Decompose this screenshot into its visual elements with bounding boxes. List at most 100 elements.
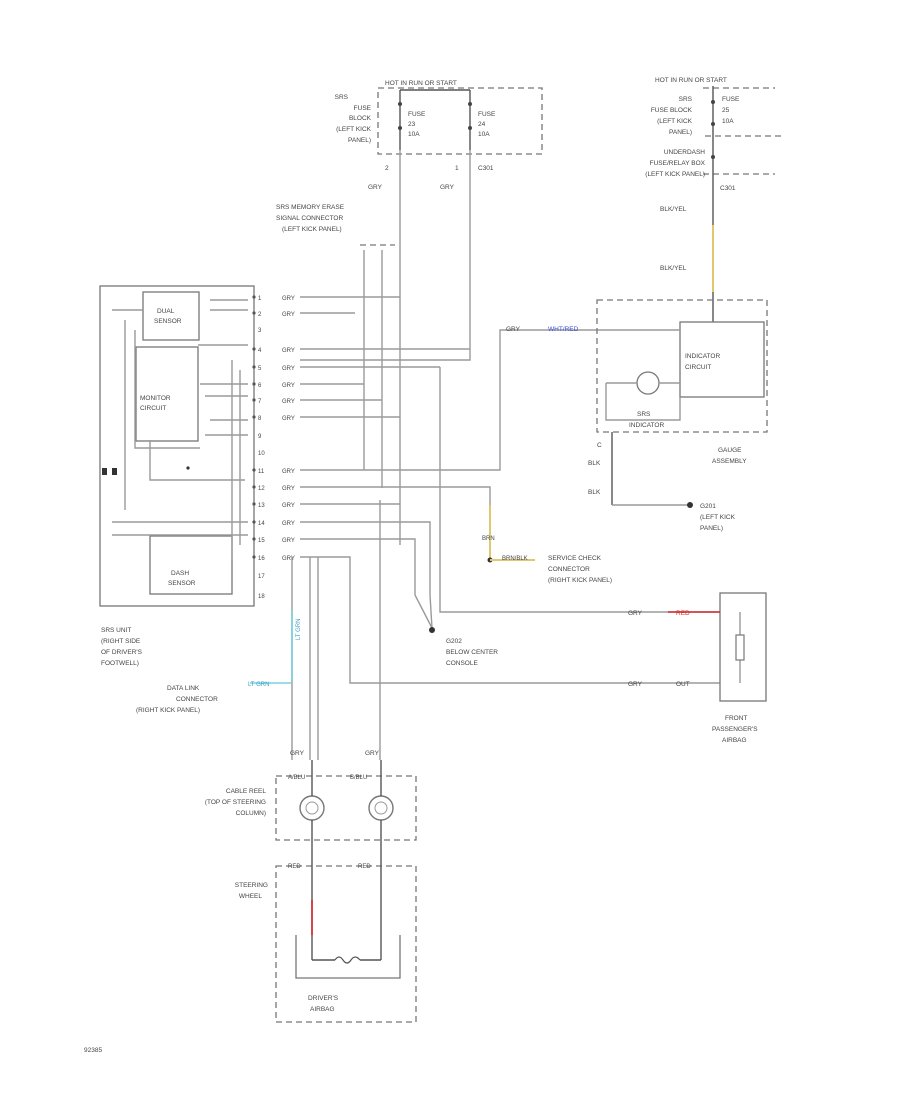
svg-text:CABLE REEL: CABLE REEL bbox=[226, 788, 266, 795]
svg-text:SRS: SRS bbox=[679, 96, 693, 103]
svg-text:SENSOR: SENSOR bbox=[168, 580, 196, 587]
svg-text:BLOCK: BLOCK bbox=[349, 115, 372, 122]
svg-text:23: 23 bbox=[408, 121, 416, 128]
fuse-23: FUSE 23 10A bbox=[398, 90, 426, 150]
svg-text:7: 7 bbox=[258, 399, 262, 405]
srs-pin-dots bbox=[252, 295, 256, 559]
svg-text:FUSE/RELAY BOX: FUSE/RELAY BOX bbox=[650, 160, 706, 167]
svg-text:FUSE: FUSE bbox=[722, 96, 740, 103]
svg-text:8: 8 bbox=[258, 416, 262, 422]
svg-text:9: 9 bbox=[258, 434, 262, 440]
svg-text:3: 3 bbox=[258, 328, 262, 334]
svg-text:GRY: GRY bbox=[282, 383, 295, 389]
svg-text:CIRCUIT: CIRCUIT bbox=[140, 405, 166, 412]
dual-sensor-box bbox=[142, 291, 200, 341]
cable-reel: GRY GRY A/BLU B/BLU CABLE REEL (TOP OF S… bbox=[205, 750, 417, 841]
fuse-box-left: HOT IN RUN OR START SRS FUSE BLOCK (LEFT… bbox=[335, 80, 543, 191]
monitor-circuit-box bbox=[135, 346, 199, 442]
svg-text:18: 18 bbox=[258, 594, 265, 600]
gauge-assembly-outline bbox=[596, 299, 768, 433]
svg-text:6: 6 bbox=[258, 383, 262, 389]
svg-text:GRY: GRY bbox=[628, 681, 643, 688]
svg-text:GRY: GRY bbox=[282, 366, 295, 372]
cable-reel-outline bbox=[275, 775, 417, 841]
svg-text:(RIGHT SIDE: (RIGHT SIDE bbox=[101, 638, 141, 645]
svg-text:WHEEL: WHEEL bbox=[239, 893, 263, 900]
svg-text:1: 1 bbox=[455, 165, 459, 172]
svg-text:RED: RED bbox=[358, 864, 371, 870]
svg-text:FUSE BLOCK: FUSE BLOCK bbox=[651, 107, 693, 114]
svg-text:SERVICE CHECK: SERVICE CHECK bbox=[548, 555, 602, 562]
svg-text:FUSE: FUSE bbox=[408, 111, 426, 118]
service-check-connector: BRN BRN/BLK SERVICE CHECK CONNECTOR (RIG… bbox=[482, 505, 612, 584]
svg-text:10A: 10A bbox=[408, 131, 420, 138]
svg-text:16: 16 bbox=[258, 556, 265, 562]
svg-text:(LEFT KICK: (LEFT KICK bbox=[657, 118, 693, 125]
svg-text:PANEL): PANEL) bbox=[669, 129, 692, 136]
fuse-24: FUSE 24 10A bbox=[468, 90, 496, 150]
indicator-circuit-box bbox=[679, 321, 765, 398]
svg-text:STEERING: STEERING bbox=[235, 882, 268, 889]
svg-text:CONSOLE: CONSOLE bbox=[446, 660, 478, 667]
svg-text:CIRCUIT: CIRCUIT bbox=[685, 364, 711, 371]
srs-unit: DUAL SENSOR MONITOR CIRCUIT DASH SENSOR … bbox=[99, 285, 255, 667]
svg-text:FUSE: FUSE bbox=[354, 105, 372, 112]
svg-text:10: 10 bbox=[258, 451, 265, 457]
svg-text:GRY: GRY bbox=[440, 184, 455, 191]
svg-text:12: 12 bbox=[258, 486, 265, 492]
svg-text:15: 15 bbox=[258, 538, 265, 544]
svg-text:G202: G202 bbox=[446, 638, 462, 645]
data-link-connector: LT GRN LT GRN DATA LINK CONNECTOR (RIGHT… bbox=[136, 610, 302, 714]
svg-text:GRY: GRY bbox=[506, 326, 521, 333]
svg-text:GRY: GRY bbox=[282, 486, 295, 492]
svg-text:C: C bbox=[597, 442, 602, 449]
svg-text:DASH: DASH bbox=[171, 570, 189, 577]
steering-wheel-outline bbox=[275, 865, 417, 1023]
svg-text:PANEL): PANEL) bbox=[700, 525, 723, 532]
svg-text:C301: C301 bbox=[478, 165, 494, 172]
svg-text:RED: RED bbox=[288, 864, 301, 870]
srs-unit-outline bbox=[99, 285, 255, 607]
svg-text:RED: RED bbox=[676, 610, 690, 617]
svg-text:SRS: SRS bbox=[335, 94, 349, 101]
svg-text:1: 1 bbox=[258, 296, 262, 302]
fuse-box-right: HOT IN RUN OR START SRS FUSE BLOCK (LEFT… bbox=[645, 77, 785, 322]
svg-text:2: 2 bbox=[385, 165, 389, 172]
svg-text:BRN: BRN bbox=[482, 536, 495, 542]
svg-text:SRS MEMORY ERASE: SRS MEMORY ERASE bbox=[276, 204, 345, 211]
svg-text:DUAL: DUAL bbox=[157, 308, 175, 315]
svg-text:(LEFT KICK PANEL): (LEFT KICK PANEL) bbox=[282, 226, 342, 233]
svg-text:2: 2 bbox=[258, 312, 262, 318]
svg-text:5: 5 bbox=[258, 366, 262, 372]
svg-text:LT GRN: LT GRN bbox=[248, 682, 269, 688]
fuse-box-left-header: HOT IN RUN OR START bbox=[385, 80, 457, 87]
svg-text:11: 11 bbox=[258, 469, 265, 475]
srs-indicator-lamp bbox=[636, 371, 660, 395]
svg-text:BELOW CENTER: BELOW CENTER bbox=[446, 649, 498, 656]
svg-text:24: 24 bbox=[478, 121, 486, 128]
svg-text:FRONT: FRONT bbox=[725, 715, 747, 722]
svg-text:(LEFT KICK PANEL): (LEFT KICK PANEL) bbox=[645, 171, 705, 178]
svg-text:GRY: GRY bbox=[365, 750, 380, 757]
svg-text:DATA LINK: DATA LINK bbox=[167, 685, 200, 692]
svg-text:(TOP OF STEERING: (TOP OF STEERING bbox=[205, 799, 266, 806]
svg-text:C301: C301 bbox=[720, 185, 736, 192]
svg-text:GRY: GRY bbox=[282, 348, 295, 354]
svg-text:GRY: GRY bbox=[282, 503, 295, 509]
svg-text:GRY: GRY bbox=[282, 416, 295, 422]
svg-text:G201: G201 bbox=[700, 503, 716, 510]
svg-text:GRY: GRY bbox=[282, 538, 295, 544]
svg-text:AIRBAG: AIRBAG bbox=[722, 737, 747, 744]
svg-text:CONNECTOR: CONNECTOR bbox=[548, 566, 590, 573]
svg-text:(LEFT KICK: (LEFT KICK bbox=[336, 126, 372, 133]
svg-text:GRY: GRY bbox=[368, 184, 383, 191]
svg-text:GAUGE: GAUGE bbox=[718, 447, 742, 454]
svg-text:BLK/YEL: BLK/YEL bbox=[660, 206, 687, 213]
svg-text:LT GRN: LT GRN bbox=[296, 619, 302, 640]
svg-text:DRIVER'S: DRIVER'S bbox=[308, 995, 339, 1002]
cable-reel-coil-b bbox=[368, 795, 394, 821]
dash-sensor-box bbox=[149, 535, 233, 595]
svg-text:PASSENGER'S: PASSENGER'S bbox=[712, 726, 758, 733]
svg-text:GRY: GRY bbox=[282, 521, 295, 527]
